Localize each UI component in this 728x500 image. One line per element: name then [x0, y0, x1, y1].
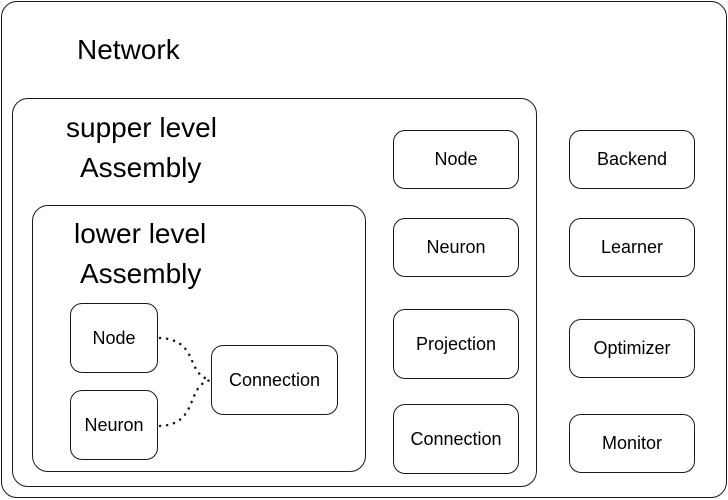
lower-node-box: Node — [70, 303, 158, 373]
lower-connection-box: Connection — [211, 345, 338, 415]
component-neuron-label: Neuron — [426, 237, 486, 257]
service-learner-box: Learner — [569, 218, 695, 277]
component-node-label: Node — [434, 149, 478, 169]
service-monitor-box: Monitor — [569, 414, 695, 473]
network-title: Network — [77, 34, 180, 65]
lower-assembly-title-line2: Assembly — [80, 258, 202, 289]
lower-neuron-box: Neuron — [70, 390, 158, 460]
service-learner-label: Learner — [600, 237, 664, 257]
component-projection-box: Projection — [393, 309, 519, 379]
component-node-box: Node — [393, 130, 519, 189]
component-connection-label: Connection — [410, 428, 502, 449]
lower-connection-label: Connection — [228, 369, 321, 390]
upper-assembly-title-line2: Assembly — [80, 152, 202, 183]
upper-assembly-title-line1: supper level — [66, 112, 217, 143]
component-neuron-box: Neuron — [393, 218, 519, 277]
lower-node-label: Node — [92, 327, 136, 348]
lower-assembly-title-line1: lower level — [74, 218, 207, 249]
service-optimizer-label: Optimizer — [593, 338, 671, 358]
service-backend-label: Backend — [596, 149, 668, 169]
service-backend-box: Backend — [569, 130, 695, 189]
component-connection-box: Connection — [393, 404, 519, 474]
component-projection-label: Projection — [415, 333, 497, 354]
lower-neuron-label: Neuron — [84, 414, 144, 435]
service-optimizer-box: Optimizer — [569, 319, 695, 378]
service-monitor-label: Monitor — [601, 433, 663, 453]
